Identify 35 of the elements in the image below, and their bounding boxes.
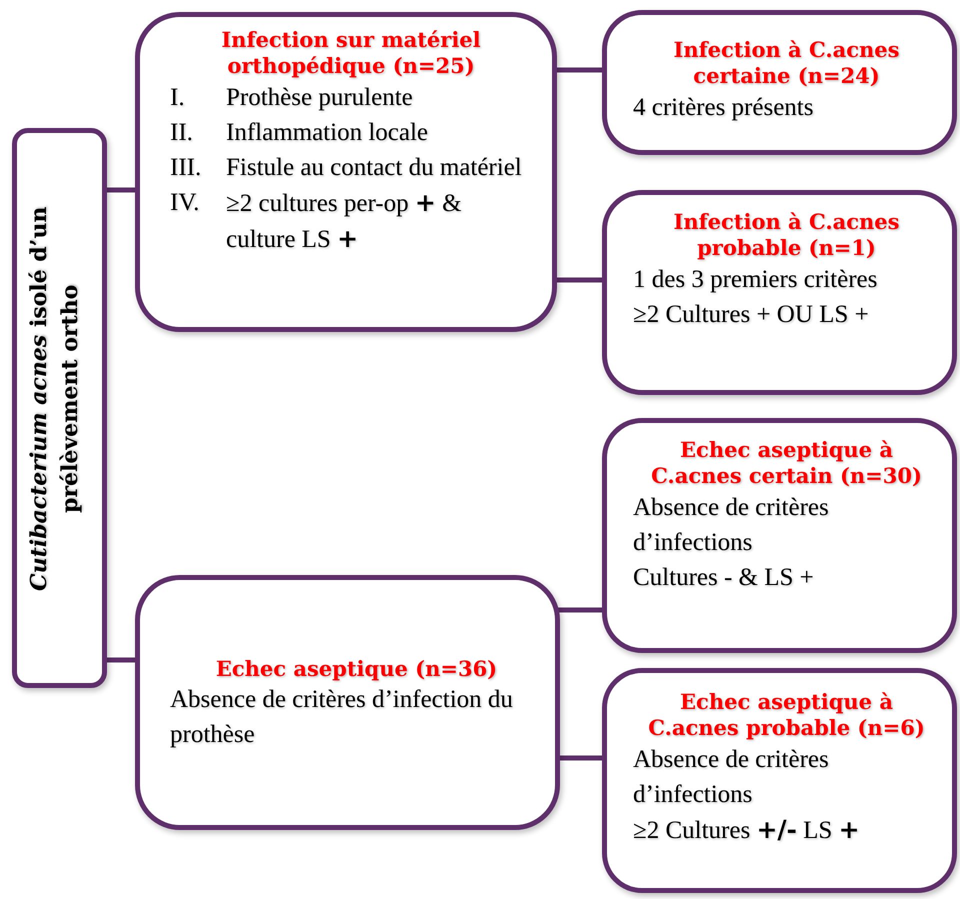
category-box — [602, 190, 957, 395]
box-heading: Infection à C.acnes probable (n=1) — [672, 209, 900, 262]
box-heading: Infection à C.acnes certaine (n=24) — [672, 37, 900, 90]
category-box — [602, 668, 957, 893]
connector-line — [105, 658, 137, 662]
list-item: ≥2 cultures per-op + & culture LS + — [226, 186, 463, 254]
box-text: Absence de critères d’infection du prothèse — [170, 685, 514, 750]
list-item: Inflammation locale — [226, 118, 430, 148]
connector-line — [105, 188, 137, 192]
connector-line — [558, 608, 604, 612]
category-box — [602, 10, 957, 155]
category-box — [602, 418, 957, 653]
box-text: Absence de critères d’infections — [633, 744, 830, 810]
box-heading: Echec aseptique (n=36) — [214, 656, 498, 682]
list-item: Prothèse purulente — [226, 82, 414, 112]
category-box — [135, 12, 557, 332]
box-text: ≥2 Cultures +/- LS + — [633, 814, 861, 846]
category-box — [135, 575, 560, 830]
list-item: Fistule au contact du matériel — [226, 152, 523, 182]
box-heading: Echec aseptique à C.acnes probable (n=6) — [647, 689, 926, 742]
list-numeral: II. — [170, 118, 194, 148]
box-text: 1 des 3 premiers critères — [633, 264, 878, 294]
box-text: Cultures - & LS + — [633, 562, 815, 592]
connector-line — [558, 756, 604, 760]
connector-line — [555, 68, 604, 72]
list-numeral: IV. — [170, 188, 200, 218]
root-box — [12, 128, 107, 688]
box-text: 4 critères présents — [633, 92, 814, 122]
list-numeral: I. — [170, 82, 186, 112]
connector-line — [555, 278, 604, 282]
box-text: ≥2 Cultures + OU LS + — [633, 300, 870, 330]
box-heading: Echec aseptique à C.acnes certain (n=30) — [650, 437, 923, 490]
box-heading: Infection sur matériel orthopédique (n=25) — [220, 27, 482, 80]
list-numeral: III. — [170, 152, 202, 182]
box-text: Absence de critères d’infections — [633, 492, 830, 558]
